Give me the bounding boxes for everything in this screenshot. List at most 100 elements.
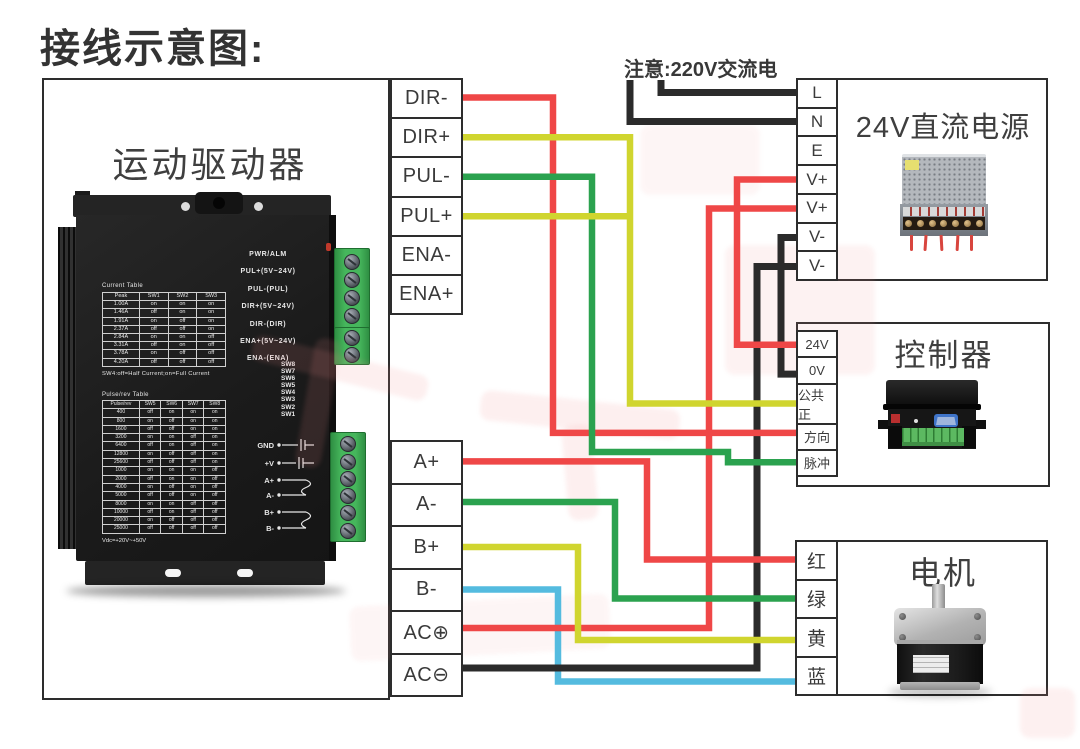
watermark <box>640 125 760 195</box>
terminal-screw <box>344 290 360 306</box>
terminal-24V: 24V <box>796 330 838 359</box>
terminal-B-: B- <box>390 567 463 612</box>
terminal-0V: 0V <box>796 356 838 385</box>
db-connector <box>934 414 958 427</box>
driver-side-edge <box>329 215 336 561</box>
terminal-screw <box>344 308 360 324</box>
driver-shadow <box>66 585 346 597</box>
motor-photo <box>880 582 1000 697</box>
psu-wire <box>955 234 959 252</box>
terminal-screw <box>344 272 360 288</box>
mount-slot <box>165 569 181 577</box>
terminal-绿: 绿 <box>795 578 838 619</box>
driver-label: 运动驱动器 <box>112 144 308 185</box>
heatsink-fins <box>58 227 76 549</box>
wire-aminus-to-green <box>463 498 795 602</box>
motor-base <box>900 682 980 690</box>
terminal-DIR-: DIR- <box>390 78 463 120</box>
controller-terminal-strip <box>902 428 964 446</box>
terminal-screw <box>344 330 360 346</box>
terminal-screw <box>340 453 356 470</box>
flange-screw <box>974 634 981 641</box>
psu-sticker <box>905 160 919 170</box>
controller-tab <box>976 420 986 429</box>
flange-screw <box>974 613 981 620</box>
flange-screw <box>899 634 906 641</box>
controller-lid <box>886 380 978 406</box>
screw-hole <box>181 202 190 211</box>
driver-control-terminals: DIR-DIR+PUL-PUL+ENA-ENA+ <box>390 78 463 316</box>
terminal-V+: V+ <box>796 164 838 195</box>
wire-aplus-to-red <box>463 458 795 563</box>
motor-band <box>897 640 983 646</box>
psu-wire <box>923 234 928 252</box>
io-label-v: +V <box>265 459 274 468</box>
screw-hole <box>254 202 263 211</box>
terminal-红: 红 <box>795 540 838 581</box>
driver-top-flange <box>73 192 331 217</box>
psu-label-strip <box>903 207 985 216</box>
psu-wire <box>939 234 943 252</box>
controller-label: 控制器 <box>894 338 994 373</box>
io-label-b-minus: B- <box>266 524 274 533</box>
driver-power-terminals: A+A-B+B-AC⊕AC⊖ <box>390 440 463 697</box>
terminal-L: L <box>796 78 838 109</box>
terminal-E: E <box>796 135 838 167</box>
controller-tab <box>878 420 888 429</box>
terminal-screw <box>340 505 356 522</box>
psu-wire <box>970 235 973 251</box>
terminal-screw <box>340 488 356 505</box>
controller-dot <box>914 419 918 423</box>
terminal-screw <box>344 254 360 270</box>
motor-shaft <box>932 584 945 612</box>
status-led <box>326 243 331 251</box>
power-supply-label: 24V直流电源 <box>855 112 1031 144</box>
controller-sticker <box>891 414 900 423</box>
io-label-b-plus: B+ <box>264 508 274 517</box>
terminal-block-power <box>330 432 366 542</box>
terminal-A-: A- <box>390 482 463 527</box>
current-note: SW4:off=Half Current;on=Full Current <box>102 371 210 377</box>
terminal-screw <box>340 436 356 453</box>
io-label-gnd: GND <box>257 441 274 450</box>
controller-side-block <box>888 426 902 448</box>
terminal-黄: 黄 <box>795 617 838 658</box>
connector-hole <box>213 197 225 209</box>
motor-nameplate <box>910 652 952 676</box>
terminal-AC⊖: AC⊖ <box>390 652 463 697</box>
terminal-蓝: 蓝 <box>795 655 838 696</box>
terminal-公共正: 公共正 <box>796 382 838 425</box>
terminal-ENA+: ENA+ <box>390 273 463 316</box>
controller-lip <box>883 404 981 410</box>
psu-wire <box>910 235 913 251</box>
motor-shadow <box>888 687 992 697</box>
pulse-table-title: Pulse/rev Table <box>102 392 149 398</box>
psu-terminal-row <box>903 217 985 230</box>
terminal-screw <box>340 522 356 539</box>
motor-flange <box>894 608 986 646</box>
vdc-note: Vdc=+20V~+50V <box>102 538 147 544</box>
terminal-screw <box>344 347 360 363</box>
controller-photo <box>876 376 988 456</box>
io-symbols: GND +V A+ A- B+ B- <box>257 439 314 533</box>
psu-front <box>900 204 988 236</box>
terminal-ENA-: ENA- <box>390 234 463 276</box>
driver-bottom-flange <box>85 561 325 585</box>
terminal-PUL-: PUL- <box>390 156 463 198</box>
io-label-a-plus: A+ <box>264 476 274 485</box>
terminal-脉冲: 脉冲 <box>796 448 838 477</box>
ac-note: 注意:220V交流电 <box>624 59 778 81</box>
driver-top-connector <box>195 192 243 214</box>
terminal-方向: 方向 <box>796 422 838 451</box>
terminal-AC⊕: AC⊕ <box>390 610 463 655</box>
flange-screw <box>899 613 906 620</box>
